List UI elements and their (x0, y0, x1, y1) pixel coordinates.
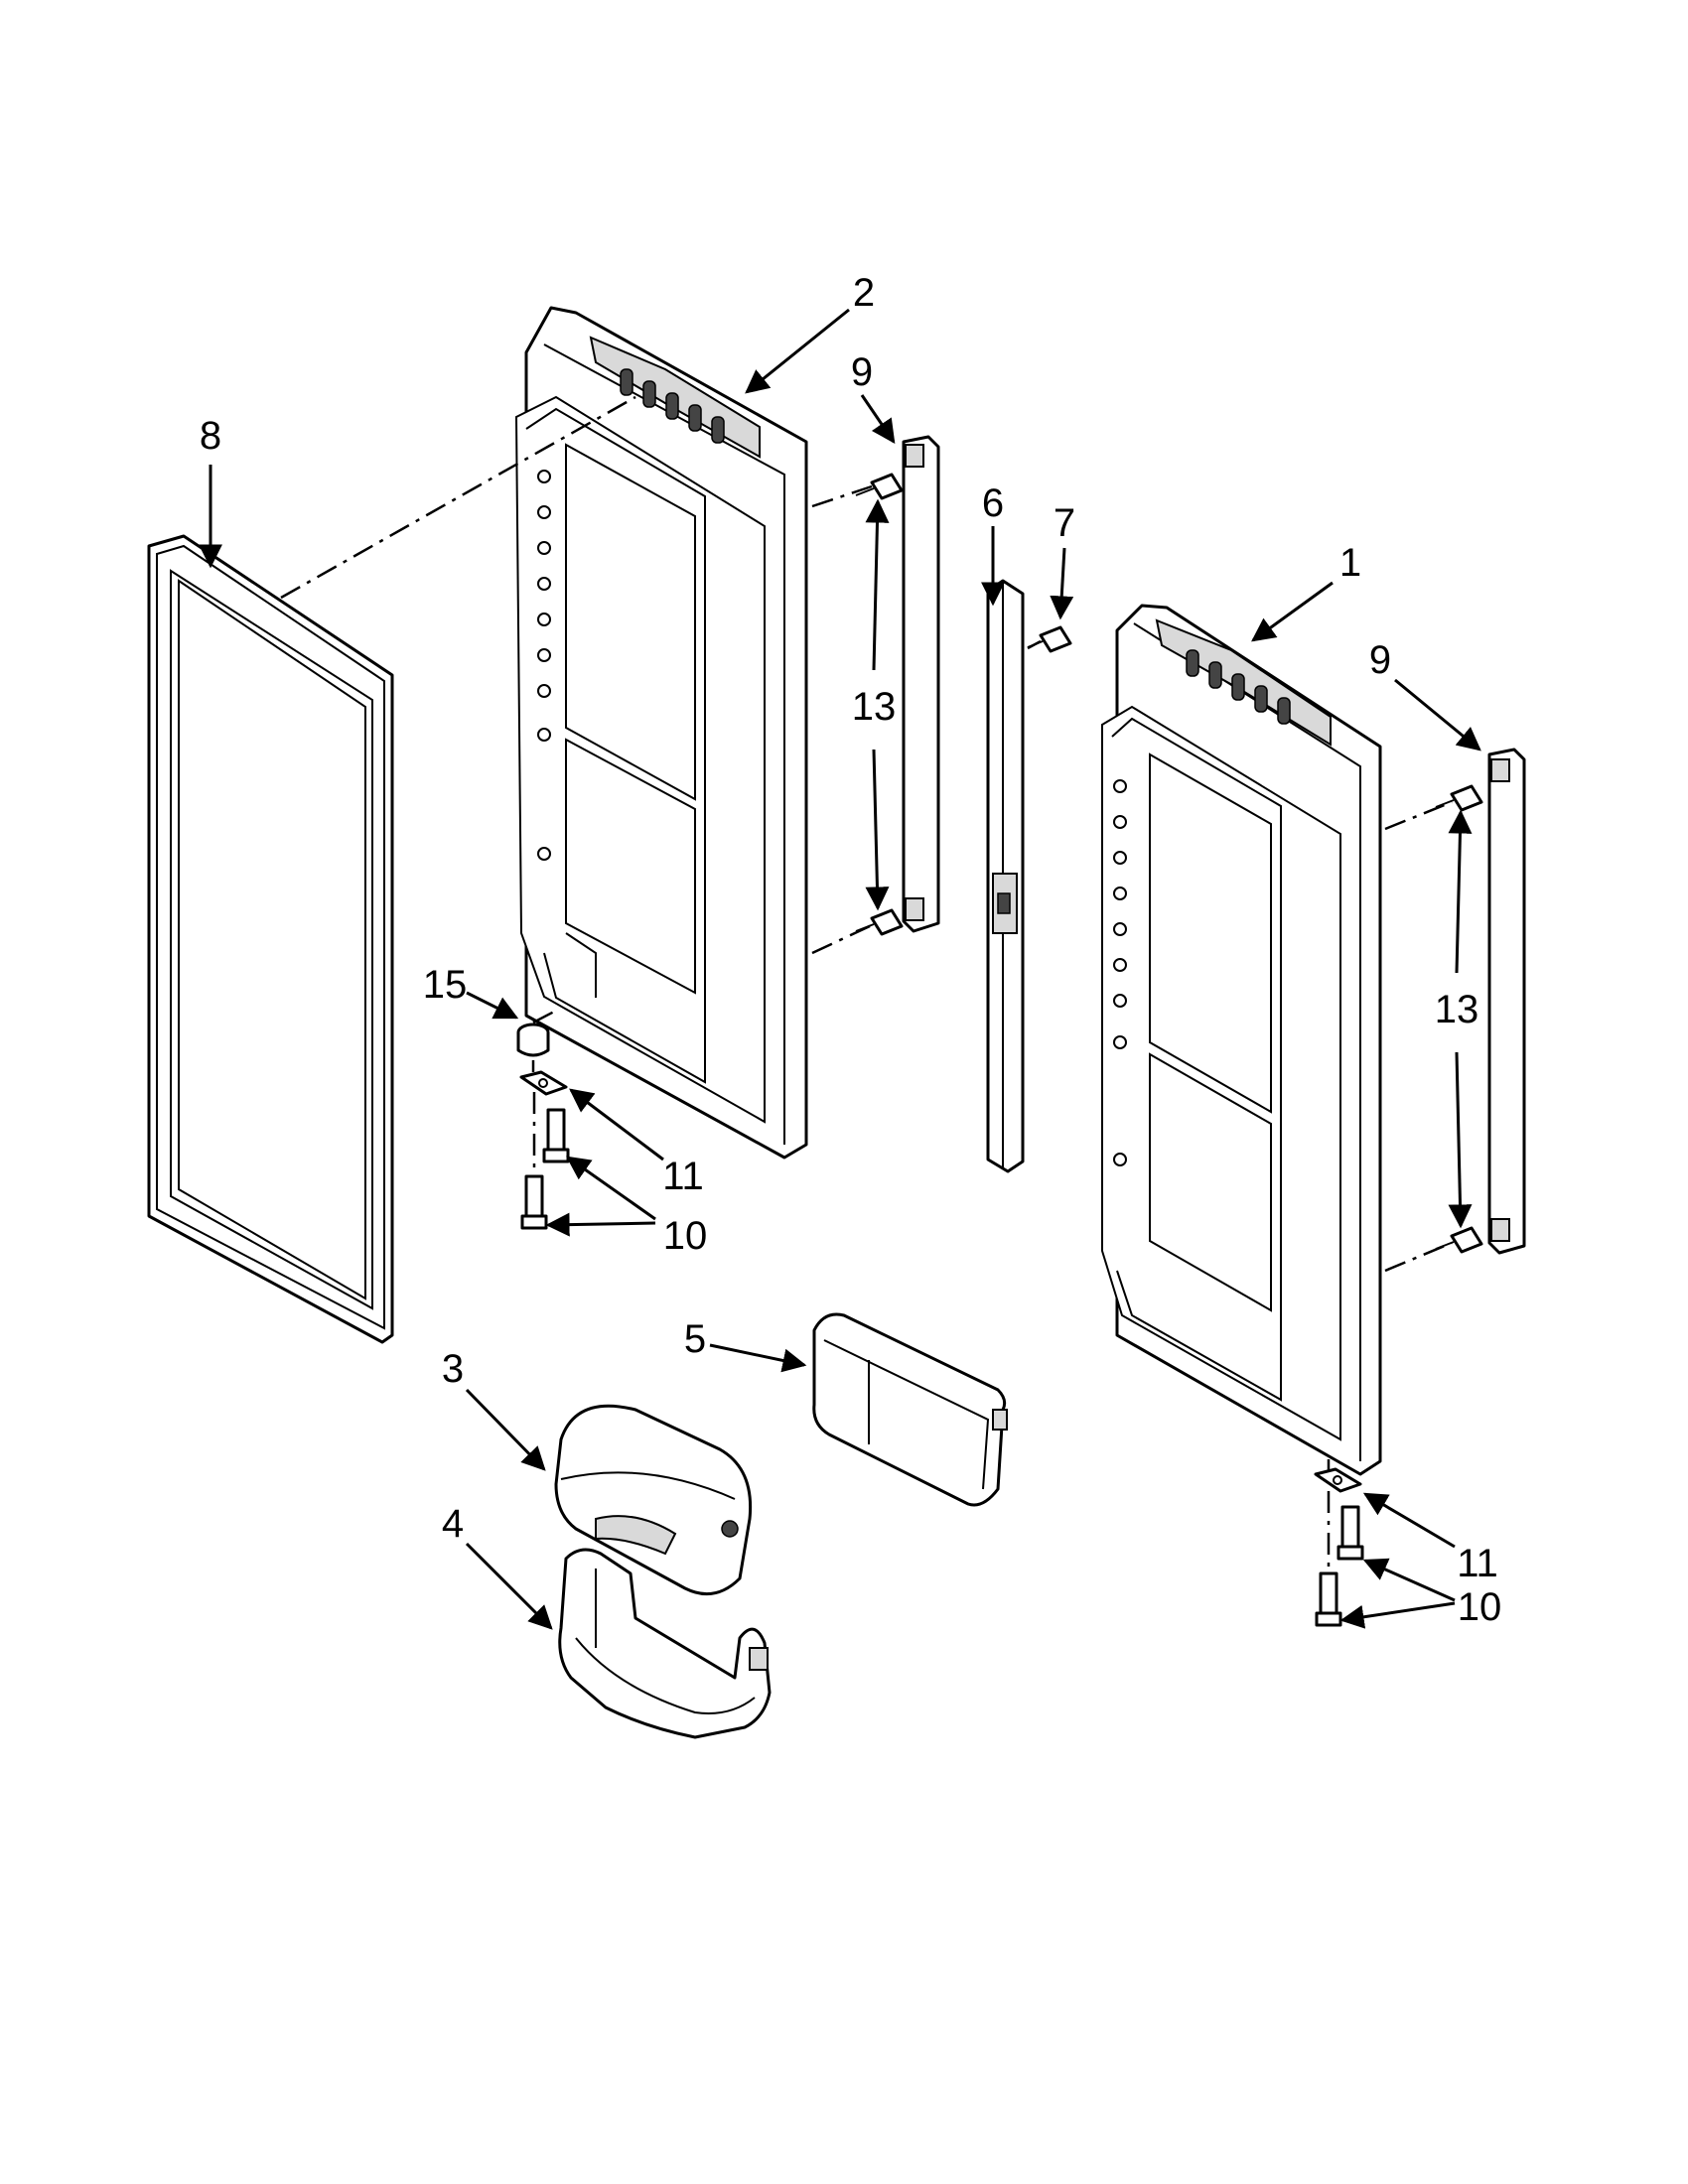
hinge-washer-right (1314, 1467, 1362, 1493)
callout-7: 7 (1054, 501, 1075, 545)
leader-arrows (199, 308, 1481, 1630)
screw-7 (1027, 625, 1072, 653)
callout-6: 6 (982, 481, 1004, 525)
callout-10-left: 10 (663, 1214, 708, 1258)
right-door (1101, 604, 1382, 1476)
callout-5: 5 (684, 1317, 706, 1361)
callout-8: 8 (200, 414, 221, 458)
callout-9-right: 9 (1369, 638, 1391, 682)
hinge-screw-right-2 (1315, 1571, 1342, 1627)
handle-strip-right (1487, 748, 1526, 1255)
left-door (514, 306, 808, 1160)
door-gasket (147, 534, 394, 1344)
callout-13-left: 13 (852, 685, 897, 729)
door-vent-slots (620, 368, 725, 444)
callout-1: 1 (1339, 541, 1361, 585)
compartment-cover-3 (554, 1404, 753, 1596)
hinge-washer-left (519, 1070, 568, 1096)
compartment-bin-4 (558, 1548, 772, 1739)
callout-3: 3 (442, 1347, 464, 1391)
callout-13-right: 13 (1435, 988, 1479, 1031)
hinge-screw-left-1 (542, 1108, 570, 1163)
door-bin-5 (812, 1312, 1008, 1507)
screw-13-upper-left (855, 473, 904, 500)
handle-strip-left (902, 435, 940, 933)
bin-mount-dimples (537, 470, 551, 861)
callout-10-right: 10 (1458, 1585, 1502, 1629)
screw-13-upper-right (1435, 784, 1483, 812)
callout-15: 15 (423, 963, 468, 1007)
right-hinge-hardware (1314, 1467, 1364, 1627)
bin-mount-dimples-right (1113, 779, 1127, 1166)
alignment-lines (280, 395, 1453, 1573)
callout-labels: 8 2 9 6 7 1 9 13 13 15 11 10 5 3 4 11 10 (200, 271, 1501, 1629)
callout-4: 4 (442, 1502, 464, 1546)
door-vent-slots-right (1186, 649, 1291, 725)
door-mullion (986, 579, 1025, 1173)
screw-13-lower-right (1435, 1226, 1483, 1254)
hinge-screw-right-1 (1336, 1505, 1364, 1561)
hinge-screw-left-2 (520, 1174, 548, 1230)
hinge-bushing-15 (516, 1023, 550, 1057)
left-hinge-hardware (516, 1023, 570, 1230)
callout-11-right: 11 (1457, 1542, 1498, 1585)
callout-2: 2 (853, 271, 875, 315)
callout-11-left: 11 (662, 1155, 704, 1198)
screws (855, 473, 1483, 1254)
callout-9-left: 9 (851, 350, 873, 394)
